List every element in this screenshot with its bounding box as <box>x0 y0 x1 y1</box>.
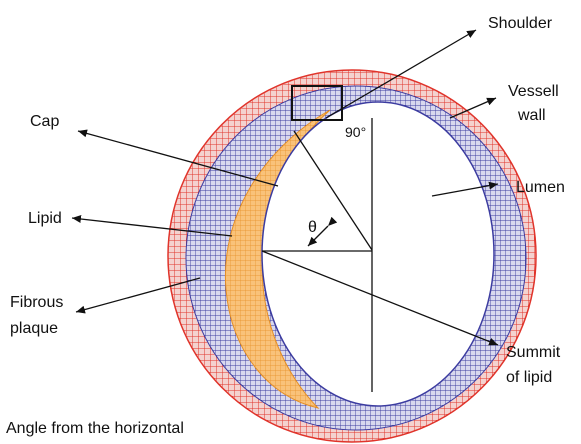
label-vessel-wall-line2: wall <box>517 107 546 124</box>
leader-lines <box>71 29 499 346</box>
label-fibrous-line1: Fibrous <box>10 294 63 311</box>
label-summit-line2: of lipid <box>506 369 552 386</box>
label-lumen: Lumen <box>516 179 565 196</box>
label-fibrous-line2: plaque <box>10 320 58 337</box>
label-vessel-wall-line1: Vessell <box>508 83 559 100</box>
label-summit-line1: Summit <box>506 344 561 361</box>
angle-construction-lines <box>262 118 373 392</box>
label-shoulder: Shoulder <box>488 15 553 32</box>
label-angle-caption: Angle from the horizontal <box>6 420 184 437</box>
label-lipid: Lipid <box>28 210 62 227</box>
label-cap: Cap <box>30 113 59 130</box>
label-theta: θ <box>308 219 317 236</box>
label-90-degrees: 90° <box>345 124 366 140</box>
lumen <box>261 101 495 407</box>
shoulder-box <box>291 85 343 121</box>
